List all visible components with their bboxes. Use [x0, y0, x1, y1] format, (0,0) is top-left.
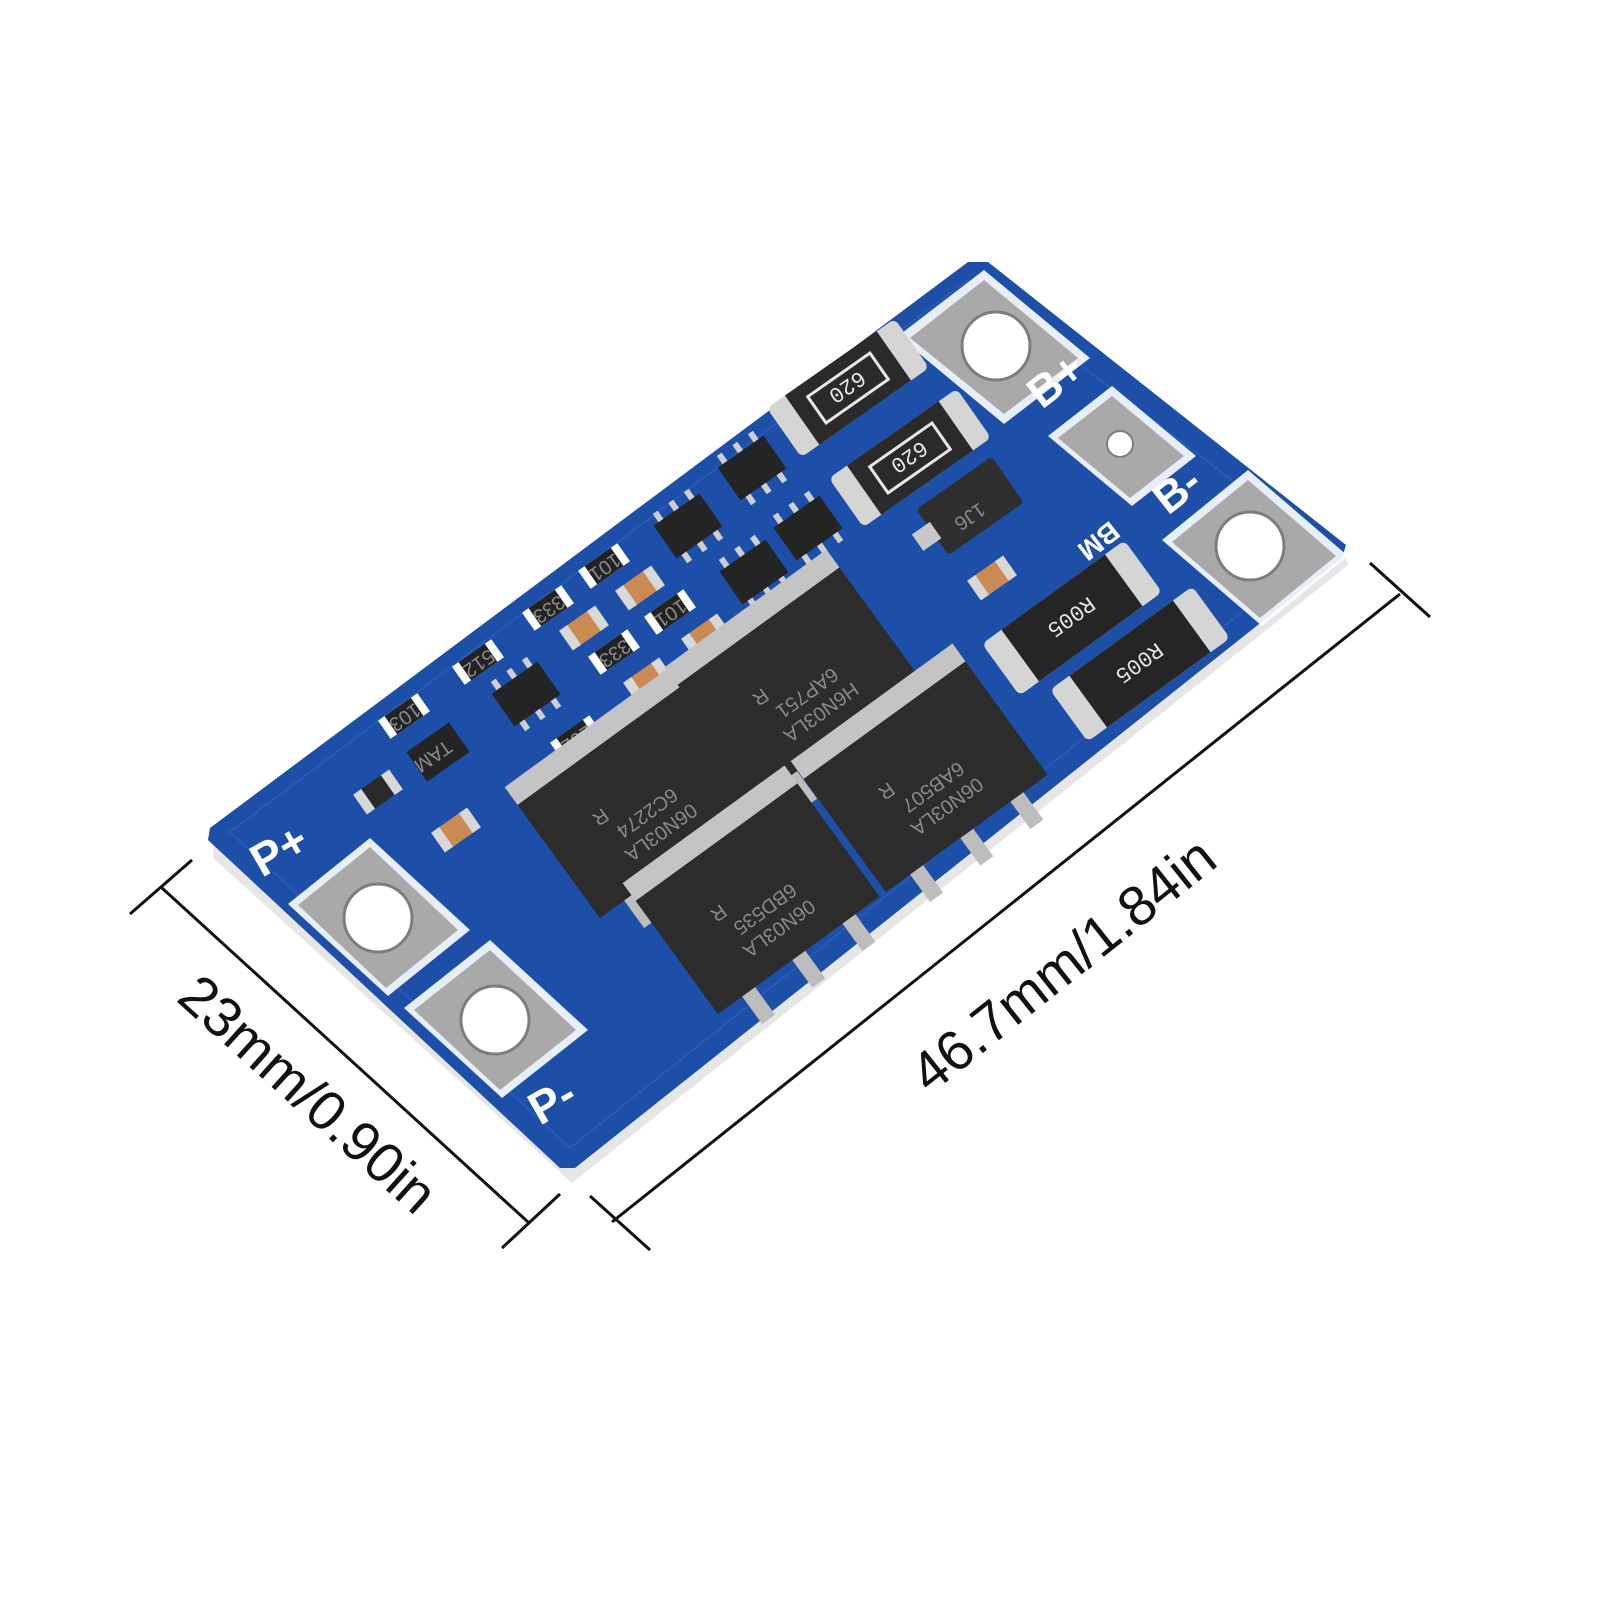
length-dimension-line — [611, 592, 1401, 1224]
length-dimension-tick — [588, 1194, 652, 1252]
shunt-resistor-a: R005 — [984, 542, 1160, 694]
mounting-hole — [344, 884, 412, 952]
pad-b-minus — [1162, 470, 1348, 626]
resistor-620-b: 620 — [831, 391, 989, 525]
pad-p-minus — [404, 940, 588, 1098]
shunt-resistor-b: R005 — [1052, 588, 1228, 740]
mounting-hole — [962, 312, 1030, 380]
control-ic — [490, 656, 562, 732]
capacitor — [559, 605, 609, 651]
width-dimension-line — [160, 886, 530, 1224]
control-ic — [772, 490, 844, 566]
pad-bm — [1048, 386, 1196, 506]
capacitor — [967, 555, 1017, 601]
capacitor — [615, 565, 665, 611]
width-dimension-tick — [129, 858, 193, 916]
capacitor — [353, 769, 403, 815]
mounting-hole — [461, 986, 529, 1054]
control-ic — [716, 430, 788, 506]
mosfet-2: 06N03LA 6AB507 R — [790, 643, 1048, 903]
length-dimension-tick — [1368, 561, 1432, 619]
pad-p-plus — [288, 838, 470, 996]
diode: 1J6 — [911, 458, 1023, 554]
control-ic — [652, 488, 724, 564]
mounting-hole — [1216, 512, 1284, 580]
mosfet-4: 06N03LA 6BD535 R — [622, 765, 880, 1025]
width-dimension-tick — [500, 1192, 562, 1250]
pad-b-plus — [898, 270, 1090, 424]
pcb-board: P+ P- B+ B- BM 620 620 1J6 R005 — [208, 262, 1348, 1183]
smd-resistor: 333 — [588, 629, 640, 675]
capacitor — [431, 807, 481, 853]
resistor-620-a: 620 — [769, 321, 927, 455]
